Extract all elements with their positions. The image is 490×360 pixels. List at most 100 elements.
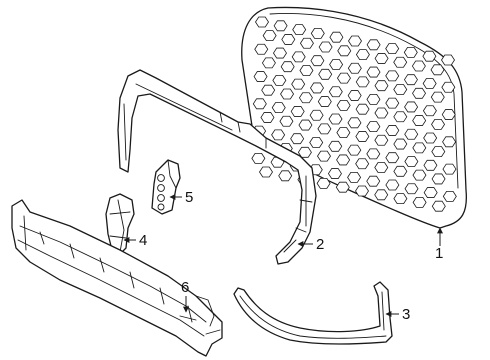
grille-cell [317, 150, 331, 162]
grille-cell [347, 117, 362, 129]
grille-cell [441, 54, 455, 66]
grille-cell [422, 50, 437, 62]
grille-cell [281, 34, 296, 45]
grille-cell [262, 30, 277, 42]
grille-cell [336, 99, 351, 111]
grille-cell [299, 37, 314, 49]
grille-cell [328, 86, 343, 98]
grille-cell [328, 140, 343, 152]
grille-cell [422, 78, 437, 89]
guide-part [105, 193, 135, 255]
callout-3: 3 [402, 306, 410, 323]
grille-cell [385, 97, 400, 109]
grille-cell [335, 181, 350, 193]
grille-cell [404, 156, 419, 167]
grille-cell [412, 87, 426, 99]
grille-cell [393, 138, 408, 150]
grille-cell [329, 31, 344, 43]
grille-cell [251, 152, 266, 164]
grille-cell [336, 127, 351, 139]
grille-cell [347, 62, 362, 74]
grille-cell [431, 146, 446, 158]
callout-1: 1 [435, 245, 443, 262]
grille-cell [366, 66, 381, 78]
grille-cell [412, 115, 427, 126]
grille-cell [355, 158, 370, 170]
grille-cell [393, 111, 408, 123]
grille-cell [355, 131, 370, 142]
grille-cell [355, 76, 370, 88]
grille-cell [272, 74, 287, 86]
grille-cell [411, 60, 426, 72]
grille-cell [298, 92, 313, 104]
grille-cell [403, 47, 418, 58]
grille-cell [355, 185, 369, 197]
grille-cell [385, 179, 400, 191]
grille-cell [393, 193, 408, 204]
grille-cell [337, 45, 352, 57]
grille-cell [374, 162, 389, 173]
grille-cell [317, 96, 332, 107]
grille-cell [310, 55, 325, 67]
grille-cell [385, 70, 400, 82]
grille-cell [374, 80, 389, 92]
grille-cell [403, 74, 418, 86]
grille-cell [317, 123, 332, 135]
grille-cell [260, 112, 275, 123]
grille-cell [318, 41, 333, 53]
grille-cell [374, 189, 389, 201]
grille-cell [261, 84, 276, 96]
grille-cell [374, 53, 389, 64]
bracket-part [117, 69, 317, 265]
grille-cell [316, 178, 331, 189]
grille-cell [290, 133, 305, 145]
callout-4: 4 [139, 232, 147, 249]
grille-cell [423, 132, 438, 144]
grille-cell [347, 171, 362, 183]
grille-cell [347, 144, 362, 156]
grille-cell [422, 105, 437, 117]
grille-cell [366, 175, 381, 187]
small-bracket-part [151, 159, 181, 215]
grille-cell [271, 129, 286, 141]
grille-cell [280, 61, 295, 73]
grille-cell [412, 197, 427, 208]
callout-5: 5 [185, 189, 193, 206]
grille-cell [336, 72, 351, 84]
callout-6: 6 [181, 279, 189, 296]
grille-cell [328, 113, 343, 125]
grille-cell [309, 137, 324, 148]
grille-cell [355, 49, 370, 61]
grille-cell [404, 128, 419, 140]
grille-cell [259, 166, 273, 178]
grille-cell [366, 93, 381, 105]
grille-cell [253, 71, 268, 82]
grille-cell [348, 35, 362, 47]
callout-2: 2 [316, 236, 324, 253]
grille-cell [385, 152, 400, 164]
grille-cell [423, 187, 438, 198]
grille-cell [310, 82, 324, 94]
grille-cell [442, 136, 457, 148]
lower-deflector-part [11, 199, 223, 357]
grille-cell [273, 47, 287, 59]
grille-cell [252, 98, 267, 110]
grille-cell [278, 170, 293, 182]
grille-cell [299, 65, 314, 76]
grille-cell [318, 68, 333, 80]
grille-cell [366, 148, 381, 160]
grille-cell [385, 125, 400, 136]
grille-cell [412, 169, 427, 181]
grille-cell [412, 142, 427, 154]
grille-cell [347, 90, 362, 101]
grille-cell [430, 64, 445, 76]
grille-cell [423, 159, 438, 171]
grille-cell [261, 57, 276, 69]
grille-cell [290, 106, 305, 117]
grille-cell [255, 16, 269, 28]
grille-cell [431, 173, 446, 185]
grille-cell [291, 51, 306, 63]
grille-cell [254, 43, 269, 55]
grille-cell [374, 107, 389, 119]
grille-cell [404, 183, 419, 195]
